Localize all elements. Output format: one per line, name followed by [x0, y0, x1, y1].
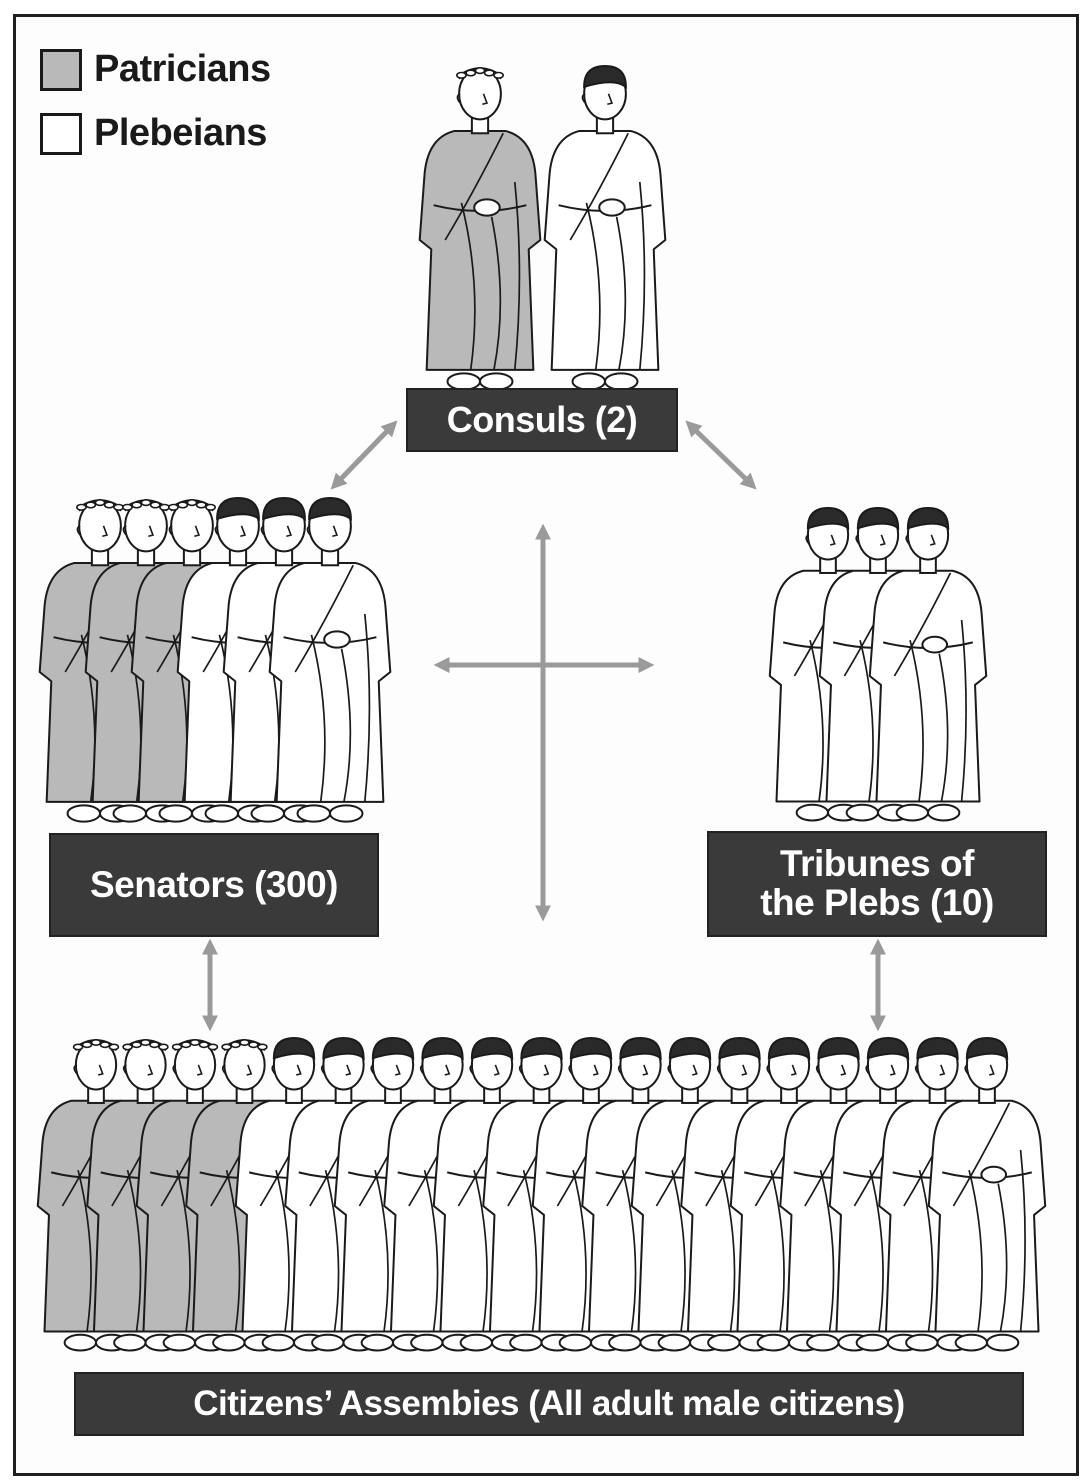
tribunes-label-line2: the Plebs (10) [760, 882, 994, 923]
senators-group [38, 496, 392, 823]
consuls-box: Consuls (2) [406, 388, 678, 452]
tribunes-box: Tribunes of the Plebs (10) [707, 831, 1047, 937]
patricians-label: Patricians [94, 48, 271, 90]
plebeians-swatch [40, 112, 82, 155]
tribunes-group [768, 507, 988, 822]
arrow-consuls-tribunes [685, 420, 757, 490]
legend-patricians: Patricians [40, 48, 271, 91]
consuls-group-patrician-figure [418, 67, 542, 391]
patricians-swatch [40, 48, 82, 91]
assemblies-group [36, 1037, 1047, 1352]
figures-layer [36, 64, 1047, 1352]
senators-label: Senators (300) [90, 863, 339, 905]
senators-box: Senators (300) [49, 833, 379, 937]
tribunes-group-plebeian-figure [868, 507, 988, 822]
arrow-consuls-senators [330, 420, 398, 490]
consuls-label: Consuls (2) [446, 399, 638, 441]
senators-group-plebeian-figure [268, 496, 392, 823]
assemblies-group-plebeian-figure [927, 1037, 1047, 1352]
consuls-group-plebeian-figure [543, 64, 667, 391]
consuls-group [418, 64, 667, 391]
tribunes-label-line1: Tribunes of [780, 843, 974, 885]
plebeians-label: Plebeians [94, 112, 267, 154]
assemblies-label: Citizens’ Assembies (All adult male citi… [193, 1383, 905, 1423]
legend-plebeians: Plebeians [40, 112, 267, 155]
assemblies-box: Citizens’ Assembies (All adult male citi… [74, 1372, 1024, 1436]
arrows-layer [201, 420, 887, 1032]
